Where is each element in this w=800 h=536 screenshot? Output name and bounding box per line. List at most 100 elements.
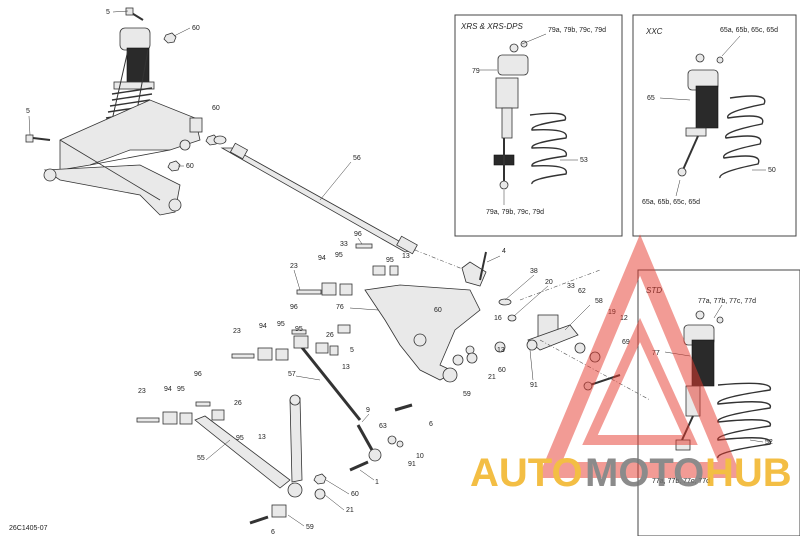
callout: 65 <box>647 95 655 102</box>
callout: 13 <box>342 364 350 371</box>
callout: 95 <box>177 386 185 393</box>
callout: 38 <box>530 268 538 275</box>
callout: 65a, 65b, 65c, 65d <box>642 199 700 206</box>
watermark-text-auto: AUTO <box>470 451 583 495</box>
center-linkage <box>231 243 517 421</box>
callout: 60 <box>351 491 359 498</box>
shock-body <box>695 85 719 129</box>
callout: 20 <box>545 279 553 286</box>
callouts: 5 60 5 60 60 56 96 33 23 94 95 95 13 4 3… <box>26 9 630 536</box>
callout: 79 <box>472 68 480 75</box>
callout: 95 <box>295 326 303 333</box>
bushing <box>179 139 191 151</box>
callout: 77a, 77b, 77c, 77d <box>652 478 710 485</box>
hub-hole <box>413 333 427 347</box>
callout: 9 <box>366 407 370 414</box>
left-bolt <box>25 134 51 143</box>
callout: 23 <box>233 328 241 335</box>
seal <box>507 314 517 322</box>
bushing <box>43 168 57 182</box>
callout: 58 <box>595 298 603 305</box>
callout: 57 <box>288 371 296 378</box>
bushing <box>452 354 464 366</box>
callout: 6 <box>429 421 433 428</box>
spring <box>529 112 568 185</box>
callout: 5 <box>106 9 110 16</box>
callout: 95 <box>236 435 244 442</box>
callout: 60 <box>192 25 200 32</box>
spring <box>719 95 766 179</box>
callout: 13 <box>258 434 266 441</box>
shock-reservoir <box>497 54 529 76</box>
bushing <box>337 324 351 334</box>
inset-title: XXC <box>645 27 663 36</box>
callout: 91 <box>408 461 416 468</box>
shock-reservoir <box>119 27 151 51</box>
lower-arm <box>43 164 181 216</box>
callout: 94 <box>259 323 267 330</box>
bushing <box>321 282 337 296</box>
callout: 16 <box>494 315 502 322</box>
diagram-code: 26C1405-07 <box>9 525 48 532</box>
spring-seat <box>113 81 155 90</box>
swing-arm <box>59 99 201 171</box>
bushing <box>339 283 353 296</box>
bushing <box>275 348 289 361</box>
callout: 63 <box>379 423 387 430</box>
callout: 12 <box>620 315 628 322</box>
callout: 96 <box>354 231 362 238</box>
callout: 96 <box>290 304 298 311</box>
callout: 26 <box>326 332 334 339</box>
callout: 65a, 65b, 65c, 65d <box>720 27 778 34</box>
callout: 1 <box>375 479 379 486</box>
watermark-text-moto: MOTO <box>585 451 704 495</box>
bushing <box>271 504 287 518</box>
callout: 52 <box>765 439 773 446</box>
bushing <box>329 345 339 356</box>
callout: 50 <box>768 167 776 174</box>
callout: 13 <box>497 347 505 354</box>
callout: 23 <box>290 263 298 270</box>
callout: 4 <box>502 248 506 255</box>
callout: 5 <box>350 347 354 354</box>
callout: 76 <box>336 304 344 311</box>
lower-a-arm <box>136 341 506 525</box>
bushing <box>257 347 273 361</box>
callout: 33 <box>340 241 348 248</box>
callout: 33 <box>567 283 575 290</box>
callout: 91 <box>530 382 538 389</box>
bushing <box>168 198 182 212</box>
knuckle <box>364 284 481 381</box>
callout: 94 <box>318 255 326 262</box>
callout: 79a, 79b, 79c, 79d <box>548 27 606 34</box>
inset-xxc: XXC 65a, 65b, 65c, 65d 65 50 65a, 65b, 6… <box>632 14 797 237</box>
pin <box>296 289 322 295</box>
seal <box>498 298 512 306</box>
callout: 62 <box>578 288 586 295</box>
callout: 95 <box>386 257 394 264</box>
callout: 10 <box>416 453 424 460</box>
callout: 56 <box>353 155 361 162</box>
bushing <box>442 367 458 383</box>
callout: 55 <box>197 455 205 462</box>
leader-lines <box>28 10 591 527</box>
drive-axle <box>213 135 471 273</box>
callout: 60 <box>212 105 220 112</box>
inset-xrs: XRS & XRS-DPS 79a, 79b, 79c, 79d 79 53 7… <box>454 14 623 237</box>
watermark-text-hub: HUB <box>705 451 792 495</box>
callout: 6 <box>271 529 275 536</box>
callout: 26 <box>234 400 242 407</box>
callout: 95 <box>335 252 343 259</box>
stud <box>479 251 487 281</box>
shock-rod <box>501 107 513 139</box>
top-nut <box>163 32 177 44</box>
inset-title: XRS & XRS-DPS <box>460 22 523 31</box>
callout: 60 <box>498 367 506 374</box>
callout: 59 <box>463 391 471 398</box>
rod-end <box>293 335 309 349</box>
callout: 21 <box>488 374 496 381</box>
callout: 95 <box>277 321 285 328</box>
callout: 60 <box>434 307 442 314</box>
callout: 5 <box>26 108 30 115</box>
